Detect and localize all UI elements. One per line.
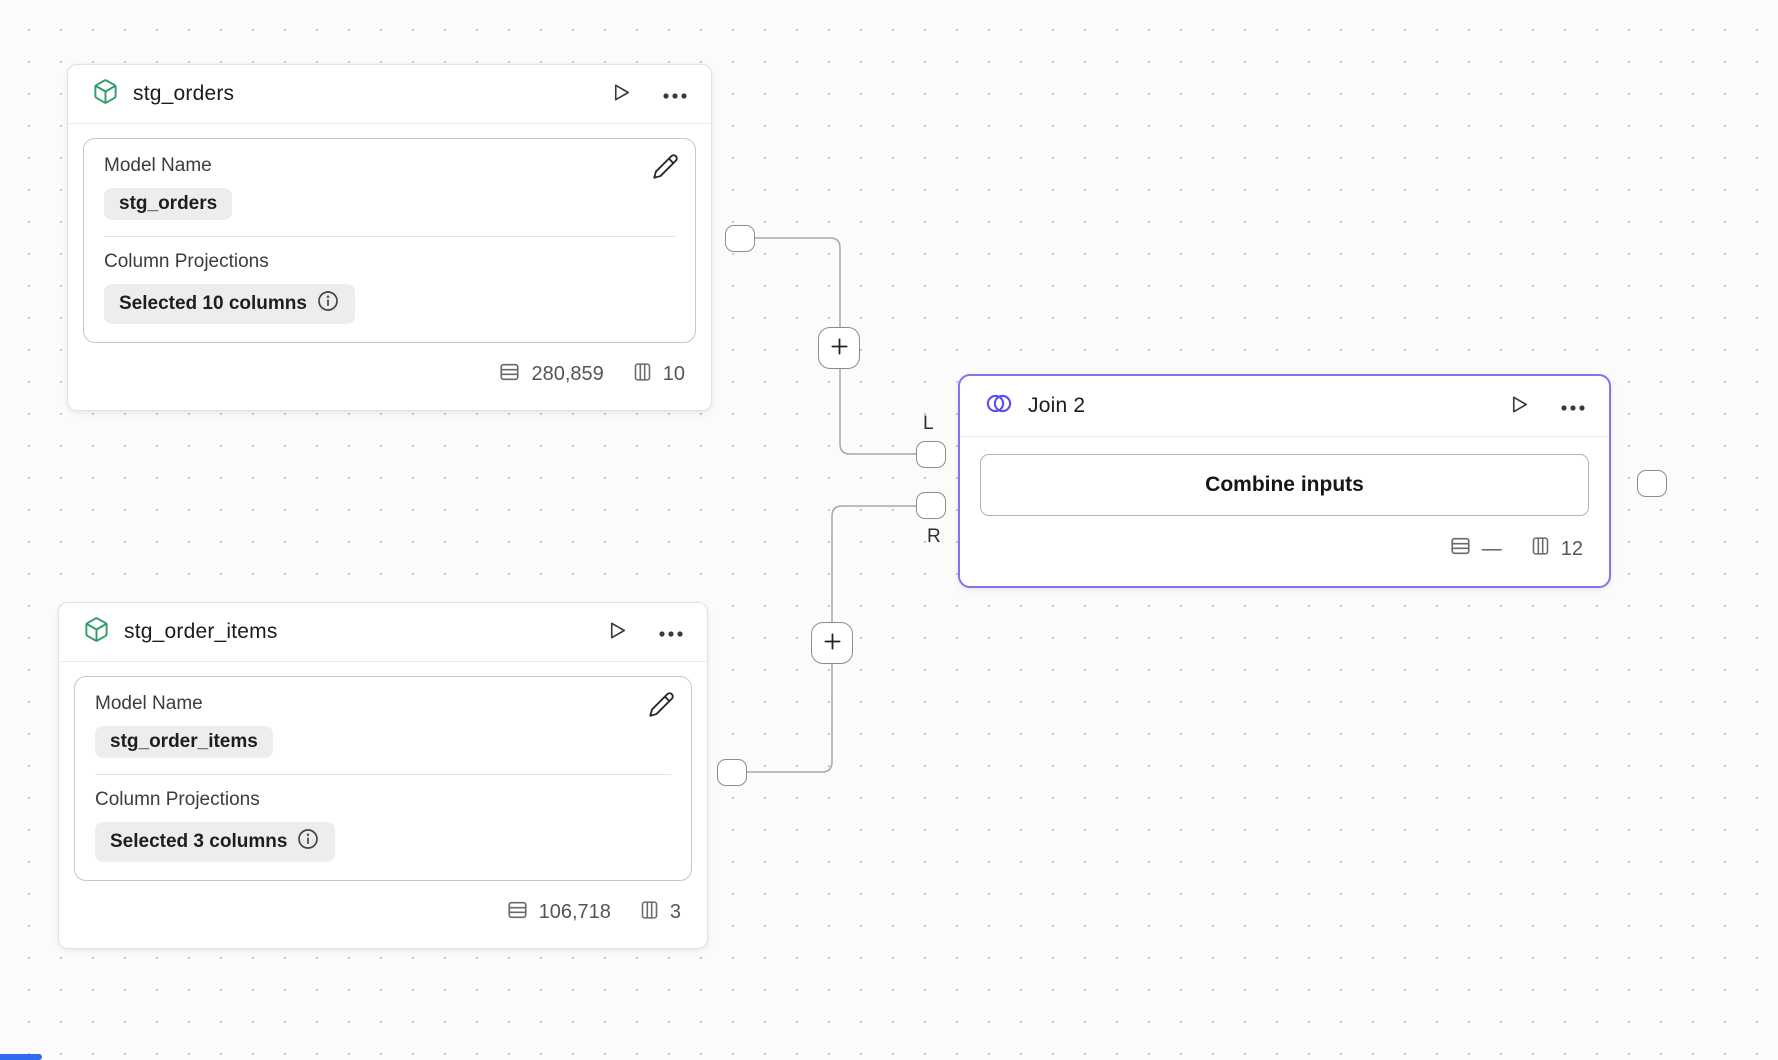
column-projections-chip[interactable]: Selected 3 columns xyxy=(95,822,336,862)
column-projections-label: Column Projections xyxy=(95,789,260,810)
add-step-button-top-edge[interactable] xyxy=(818,327,860,369)
join-right-input-port[interactable] xyxy=(916,492,946,519)
ellipsis-icon xyxy=(1561,399,1585,414)
column-count-stat: 10 xyxy=(632,361,685,389)
columns-icon xyxy=(1530,535,1551,563)
node-join-2[interactable]: Join 2 Combine inputs xyxy=(958,374,1611,588)
node-settings-card: Model Name stg_orders Column Projections… xyxy=(83,138,696,343)
join-left-port-label: L xyxy=(923,413,934,434)
run-button[interactable] xyxy=(1508,393,1531,419)
edit-model-name-button[interactable] xyxy=(648,691,675,721)
node-footer: 280,859 10 xyxy=(68,343,711,410)
node-settings-card: Model Name stg_order_items Column Projec… xyxy=(74,676,692,881)
run-button[interactable] xyxy=(606,619,629,645)
combine-inputs-button[interactable]: Combine inputs xyxy=(980,454,1589,516)
node-footer: 106,718 3 xyxy=(59,881,707,948)
row-count-value: — xyxy=(1481,537,1502,560)
model-name-chip[interactable]: stg_orders xyxy=(104,188,233,220)
node-body: Model Name stg_orders Column Projections… xyxy=(68,124,711,343)
node-header: stg_order_items xyxy=(59,603,707,662)
output-port-stg-orders[interactable] xyxy=(725,225,755,252)
node-header: Join 2 xyxy=(960,376,1609,437)
play-icon xyxy=(610,81,633,107)
node-body: Combine inputs xyxy=(960,437,1609,516)
model-name-value: stg_orders xyxy=(119,193,218,214)
pencil-icon xyxy=(648,691,675,721)
rows-icon xyxy=(506,899,529,927)
column-count-stat: 3 xyxy=(639,899,681,927)
join-right-port-label: R xyxy=(927,526,941,547)
node-stg-order-items[interactable]: stg_order_items xyxy=(58,602,708,949)
play-icon xyxy=(1508,393,1531,419)
column-projections-label: Column Projections xyxy=(104,251,269,272)
join-left-input-port[interactable] xyxy=(916,441,946,468)
column-count-value: 12 xyxy=(1560,537,1583,560)
row-count-value: 106,718 xyxy=(538,901,611,923)
divider xyxy=(95,774,671,775)
column-projections-value: Selected 3 columns xyxy=(110,831,288,852)
plus-icon xyxy=(829,336,850,360)
column-count-value: 10 xyxy=(662,363,685,385)
model-name-value: stg_order_items xyxy=(110,731,258,752)
model-name-chip[interactable]: stg_order_items xyxy=(95,726,273,758)
divider xyxy=(104,236,675,237)
venn-icon xyxy=(984,390,1014,422)
rows-icon xyxy=(1449,535,1472,563)
row-count-stat: — xyxy=(1449,535,1502,563)
row-count-stat: 106,718 xyxy=(506,899,611,927)
output-port-stg-order-items[interactable] xyxy=(717,759,747,786)
node-title: stg_order_items xyxy=(124,620,278,643)
column-projections-chip[interactable]: Selected 10 columns xyxy=(104,284,355,324)
ellipsis-icon xyxy=(663,87,687,102)
horizontal-scrollbar[interactable] xyxy=(0,1054,42,1060)
model-name-label: Model Name xyxy=(104,155,212,176)
info-icon xyxy=(296,827,320,857)
row-count-value: 280,859 xyxy=(531,363,604,385)
cube-icon xyxy=(83,616,110,648)
node-menu-button[interactable] xyxy=(1561,399,1585,414)
cube-icon xyxy=(92,78,119,110)
output-port-join[interactable] xyxy=(1637,470,1667,497)
ellipsis-icon xyxy=(659,625,683,640)
column-count-stat: 12 xyxy=(1530,535,1583,563)
edit-model-name-button[interactable] xyxy=(652,153,679,183)
node-body: Model Name stg_order_items Column Projec… xyxy=(59,662,707,881)
info-icon xyxy=(316,289,340,319)
node-menu-button[interactable] xyxy=(659,625,683,640)
node-menu-button[interactable] xyxy=(663,87,687,102)
row-count-stat: 280,859 xyxy=(498,361,604,389)
run-button[interactable] xyxy=(610,81,633,107)
node-title: stg_orders xyxy=(133,82,235,105)
node-footer: — 12 xyxy=(960,516,1609,586)
node-title: Join 2 xyxy=(1028,394,1086,417)
column-count-value: 3 xyxy=(669,901,681,923)
column-projections-value: Selected 10 columns xyxy=(119,293,307,314)
add-step-button-bottom-edge[interactable] xyxy=(811,622,853,664)
model-name-label: Model Name xyxy=(95,693,203,714)
node-header: stg_orders xyxy=(68,65,711,124)
plus-icon xyxy=(822,631,843,655)
pencil-icon xyxy=(652,153,679,183)
node-stg-orders[interactable]: stg_orders xyxy=(67,64,712,411)
rows-icon xyxy=(498,361,521,389)
columns-icon xyxy=(639,899,660,927)
play-icon xyxy=(606,619,629,645)
columns-icon xyxy=(632,361,653,389)
